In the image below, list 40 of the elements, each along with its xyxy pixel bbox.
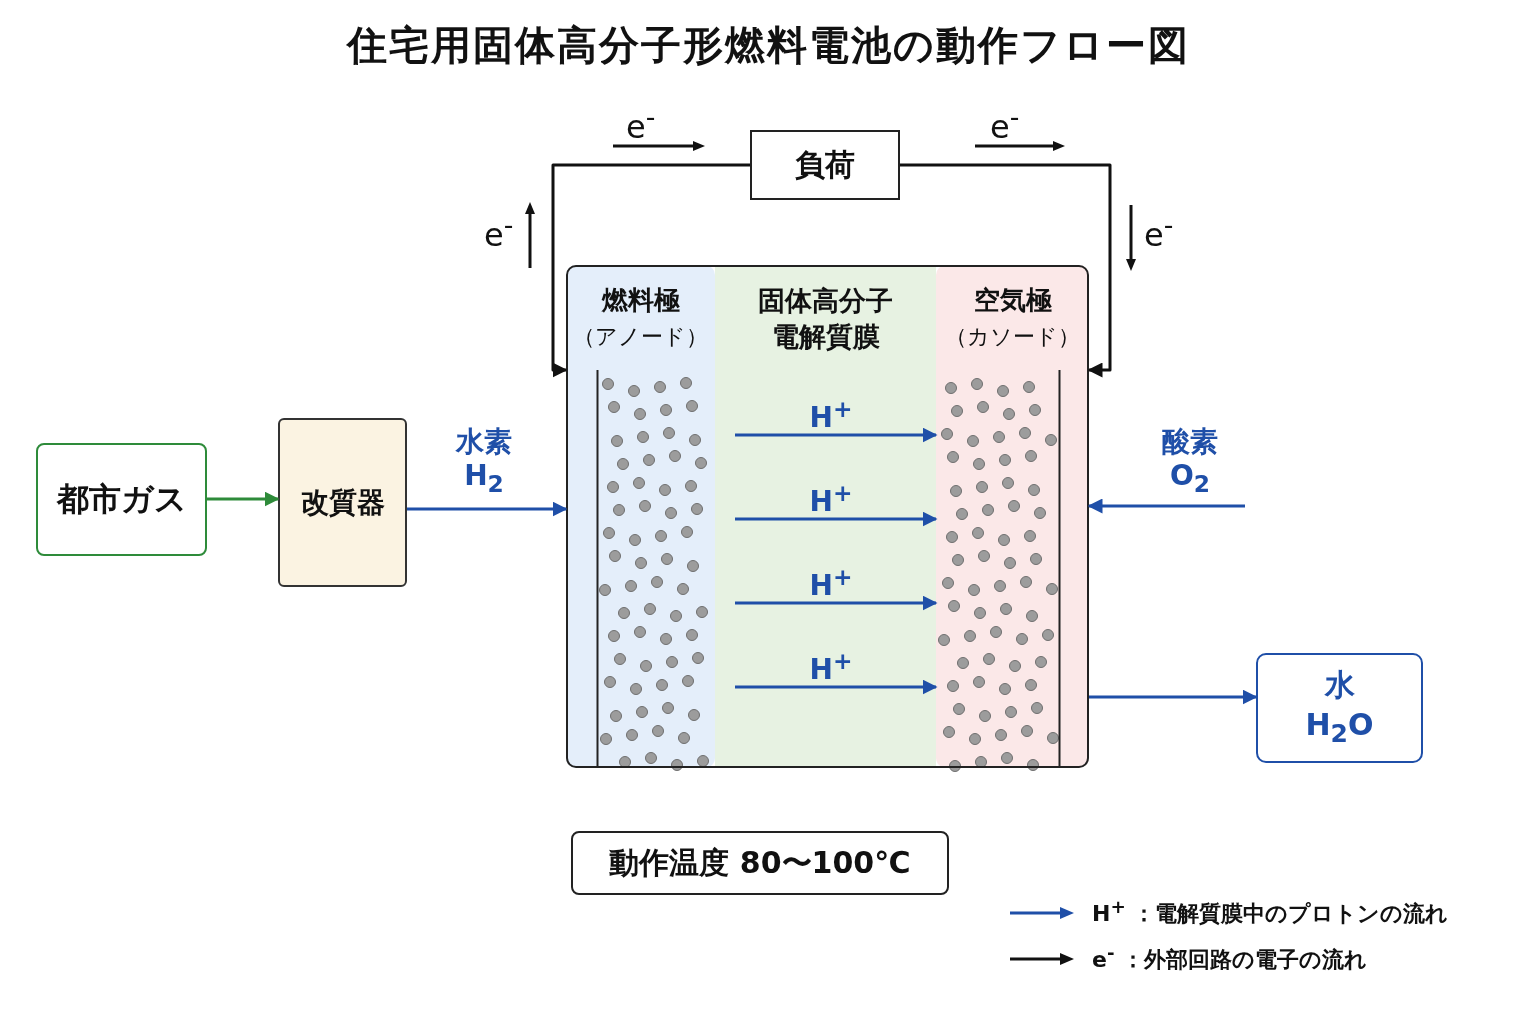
- legend-text: H$^{+}$ ：電解質膜中のプロトンの流れ: [1092, 896, 1449, 929]
- arrow: [1089, 689, 1258, 705]
- node-label: 空気極: [973, 284, 1052, 317]
- node-sublabel: （カソード）: [945, 323, 1080, 352]
- load-box: [750, 130, 900, 200]
- node-sublabel: （アノード）: [573, 323, 708, 352]
- source-box: [36, 443, 207, 556]
- electron-label: e$^{-}$: [1144, 212, 1174, 251]
- electron-label: e$^{-}$: [626, 104, 656, 143]
- node-label: 都市ガス: [56, 478, 187, 520]
- node-label: 改質器: [300, 484, 385, 521]
- edge-label: H$^{+}$: [809, 563, 853, 603]
- edge-label: 酸素 O$_{2}$: [1161, 425, 1219, 498]
- arrow: [207, 491, 280, 507]
- electron-label: e$^{-}$: [484, 212, 514, 251]
- arrow: [551, 163, 750, 378]
- edge-label: H$^{+}$: [809, 479, 853, 519]
- node-label: 動作温度 80〜100℃: [609, 843, 911, 882]
- node-label: 負荷: [795, 145, 855, 184]
- arrow: [735, 427, 938, 443]
- arrow: [735, 679, 938, 695]
- node-label: 水: [1324, 665, 1355, 704]
- edge-label: H$^{+}$: [809, 647, 853, 687]
- electron-label: e$^{-}$: [990, 104, 1020, 143]
- node-label: 燃料極: [601, 284, 680, 317]
- edge-label: 水素 H$_{2}$: [454, 425, 513, 498]
- node-label: 固体高分子電解質膜: [757, 284, 894, 355]
- arrow: [407, 501, 568, 517]
- process-box: [278, 418, 407, 587]
- output-box: [1256, 653, 1423, 763]
- arrow: [735, 595, 938, 611]
- node-sublabel: H$_{2}$O: [1305, 706, 1374, 751]
- arrow: [900, 163, 1112, 378]
- edge-label: H$^{+}$: [809, 395, 853, 435]
- arrow: [735, 511, 938, 527]
- temperature-box: [571, 831, 949, 895]
- diagram-title: 住宅用固体高分子形燃料電池の動作フロー図: [345, 21, 1191, 70]
- membrane-band: [715, 265, 936, 768]
- arrow: [1087, 498, 1245, 514]
- legend-text: e$^{-}$ ：外部回路の電子の流れ: [1092, 942, 1368, 975]
